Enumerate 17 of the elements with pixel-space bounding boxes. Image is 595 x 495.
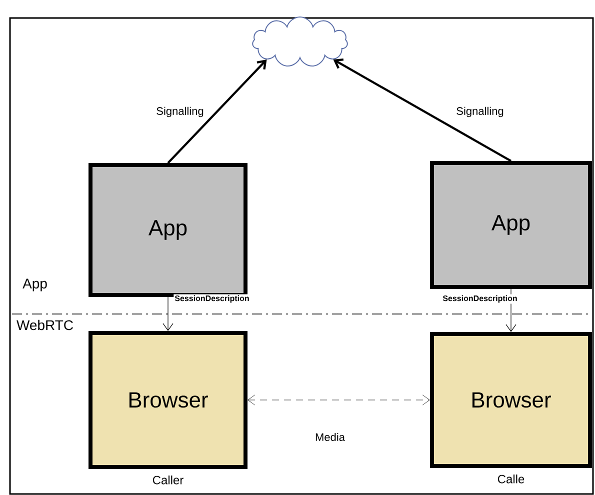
app-box: App xyxy=(430,161,592,289)
caption-text: Calle xyxy=(498,474,524,484)
caption-text: Caller xyxy=(152,476,184,484)
edge-label: Signalling xyxy=(456,106,504,118)
arrow xyxy=(248,394,430,406)
layer-label: WebRTC xyxy=(16,320,73,330)
edge-label: Signalling xyxy=(156,106,204,118)
edge-label: SessionDescription xyxy=(442,295,517,303)
edge-label: SessionDescription xyxy=(174,295,249,303)
layer-label: App xyxy=(22,278,47,292)
browser-box: Browser xyxy=(430,332,592,468)
arrow xyxy=(162,296,174,331)
cloud-shape xyxy=(252,16,348,67)
arrow xyxy=(333,58,512,162)
arrow xyxy=(167,60,267,164)
browser-box: Browser xyxy=(88,331,248,469)
edge-label: Media xyxy=(316,432,345,442)
